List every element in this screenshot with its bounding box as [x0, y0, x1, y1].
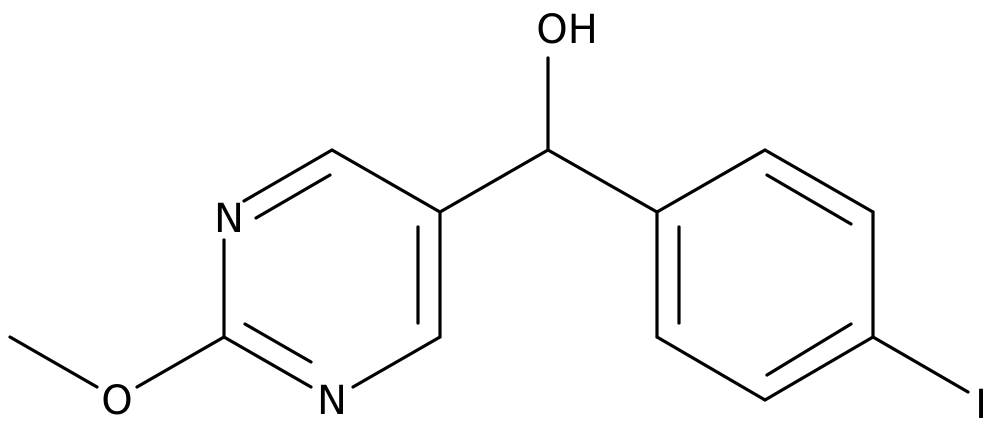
bond-c4-n3: [351, 335, 442, 389]
iodophenyl-ring: [655, 148, 970, 402]
nitrogen-top-label: N: [214, 196, 244, 242]
carbinol-center: [438, 56, 659, 214]
bond-ch-aryl: [546, 148, 659, 214]
bond-n1-c6: [242, 148, 334, 203]
bond-a4-a5: [763, 335, 875, 402]
bond-n1-c6-inner: [254, 173, 332, 220]
atom-labels: OH N N O I: [101, 7, 987, 428]
bond-c6-c5: [330, 148, 442, 214]
bond-a1-a2: [655, 148, 767, 214]
bond-o-ch3: [8, 335, 99, 389]
methoxy-oxygen-label: O: [101, 378, 132, 424]
methoxy-group: [8, 335, 226, 389]
bond-c2-o: [135, 335, 226, 389]
hydroxyl-label: OH: [536, 7, 598, 53]
bond-n3-c2: [222, 335, 313, 389]
bond-c5-ch: [438, 148, 550, 214]
bond-a4-i: [871, 335, 970, 394]
bond-n3-c2-inner: [243, 322, 313, 364]
bond-a4-a5-inner: [765, 322, 853, 377]
nitrogen-bottom-label: N: [317, 378, 347, 424]
bond-a2-a3-inner: [765, 173, 853, 226]
bond-a2-a3: [763, 148, 875, 214]
pyrimidine-ring: [222, 148, 442, 389]
iodine-label: I: [975, 382, 987, 428]
bond-a5-a6: [655, 335, 767, 402]
